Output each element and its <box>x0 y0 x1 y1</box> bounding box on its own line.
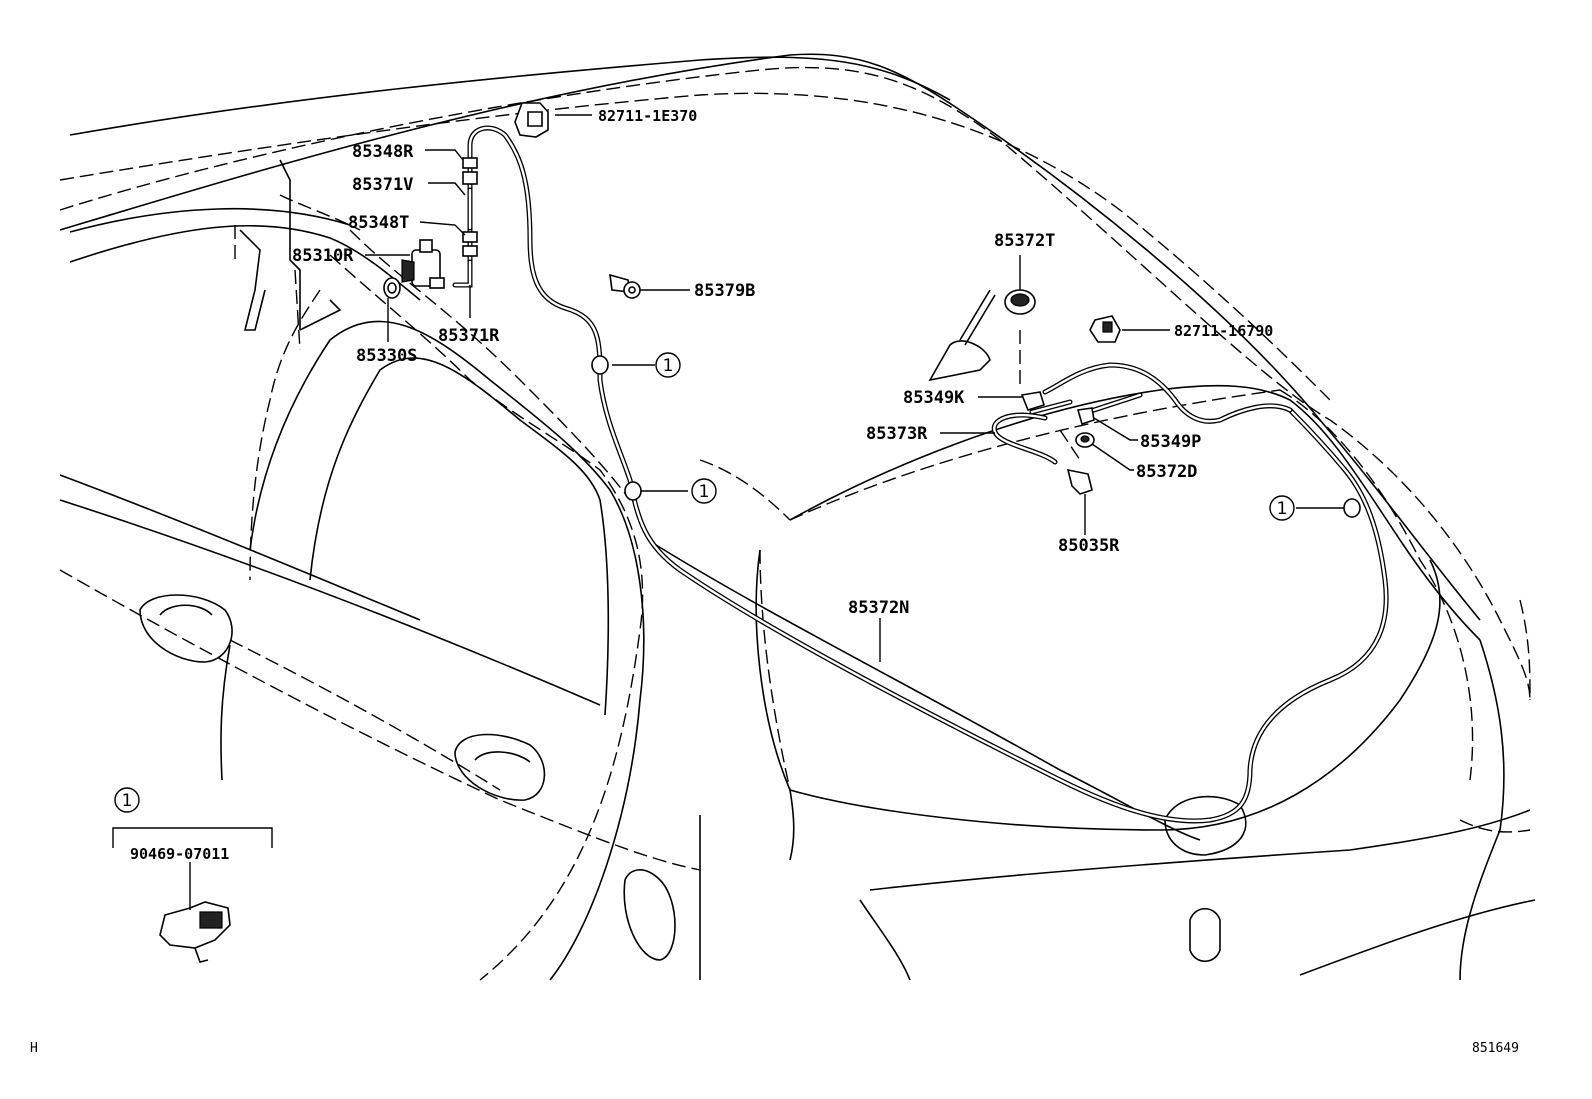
clamp-82711-16790 <box>1089 315 1121 343</box>
joint-85349P <box>1076 392 1143 426</box>
label-85371V: 85371V <box>352 175 413 195</box>
car-body-outline <box>59 53 1536 981</box>
label-85330S: 85330S <box>356 346 417 366</box>
label-82711-1E370: 82711-1E370 <box>598 107 697 125</box>
callout-1-b: 1 <box>691 478 717 504</box>
label-85372D: 85372D <box>1136 462 1197 482</box>
car-body-dashed-lines <box>59 66 1531 981</box>
callout-1-a: 1 <box>655 352 681 378</box>
label-85372N: 85372N <box>848 598 909 618</box>
callout-1-legend: 1 <box>114 787 140 813</box>
callout-1-c: 1 <box>1269 495 1295 521</box>
label-85373R: 85373R <box>866 424 928 444</box>
label-85349P: 85349P <box>1140 432 1201 452</box>
callout-text: 1 <box>1277 499 1288 519</box>
callout-text: 1 <box>699 482 710 502</box>
joint-85349K <box>1020 391 1045 411</box>
label-85310R: 85310R <box>292 246 354 266</box>
label-82711-16790: 82711-16790 <box>1174 322 1273 340</box>
hose-clip-markers <box>591 355 1361 518</box>
footer-figure-number: 851649 <box>1472 1041 1519 1056</box>
callout-text: 1 <box>122 791 133 811</box>
washer-motor-85310R <box>401 239 445 289</box>
grommet-85372D <box>1075 432 1095 448</box>
label-85035R: 85035R <box>1058 536 1120 556</box>
label-85379B: 85379B <box>694 281 755 301</box>
leader-lines <box>112 114 1352 910</box>
hose-85373R <box>991 399 1073 465</box>
label-85349K: 85349K <box>903 388 965 408</box>
label-85348R: 85348R <box>352 142 414 162</box>
clamp-82711-1E370 <box>514 102 549 138</box>
grommet-85330S <box>383 277 401 299</box>
callout-text: 1 <box>663 356 674 376</box>
clip-90469-07011 <box>159 901 231 963</box>
label-85372T: 85372T <box>994 231 1055 251</box>
footer-left-code: H <box>30 1041 38 1056</box>
hose-joints <box>452 157 478 288</box>
nozzle-85035R <box>1066 468 1093 495</box>
grommet-85372T <box>1004 289 1036 315</box>
grommet-85379B <box>609 273 641 299</box>
washer-hose-85372N <box>467 125 1389 824</box>
label-85348T: 85348T <box>348 213 409 233</box>
label-85371R: 85371R <box>438 326 500 346</box>
label-90469-07011: 90469-07011 <box>130 845 229 863</box>
